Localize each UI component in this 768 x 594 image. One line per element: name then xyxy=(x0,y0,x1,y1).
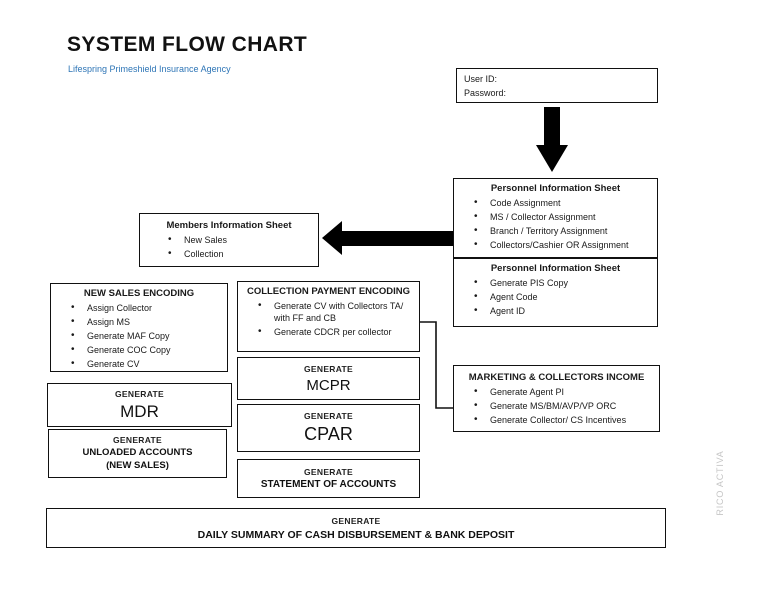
bullet-item: Generate CV with Collectors TA/ with FF … xyxy=(256,300,415,324)
box-title: Members Information Sheet xyxy=(166,220,292,231)
box-title: Personnel Information Sheet xyxy=(490,183,621,194)
generate-value: MDR xyxy=(120,401,159,421)
bullet-item: Generate CDCR per collector xyxy=(256,326,415,339)
bullet-item: Assign MS xyxy=(69,316,223,329)
personnel-info-sheet-1-box: Personnel Information Sheet Code Assignm… xyxy=(453,178,658,258)
generate-value: CPAR xyxy=(304,424,353,444)
bullet-item: Agent Code xyxy=(472,291,653,304)
marketing-collectors-income-box: MARKETING & COLLECTORS INCOME Generate A… xyxy=(453,365,660,432)
bullet-item: Generate CV xyxy=(69,358,223,371)
collection-payment-encoding-box: COLLECTION PAYMENT ENCODING Generate CV … xyxy=(237,281,420,352)
bullet-item: Branch / Territory Assignment xyxy=(472,225,653,238)
page-subtitle: Lifespring Primeshield Insurance Agency xyxy=(68,64,231,74)
generate-label: GENERATE xyxy=(304,467,353,477)
generate-mcpr-box: GENERATE MCPR xyxy=(237,357,420,400)
generate-value-line1: UNLOADED ACCOUNTS xyxy=(82,447,193,458)
left-arrow-icon xyxy=(322,221,342,255)
bullet-item: Generate Collector/ CS Incentives xyxy=(472,414,655,427)
bullet-list: Code AssignmentMS / Collector Assignment… xyxy=(454,197,657,252)
box-title: Personnel Information Sheet xyxy=(490,263,621,274)
personnel-info-sheet-2-box: Personnel Information Sheet Generate PIS… xyxy=(453,258,658,327)
watermark-text: RICO ACTIVA xyxy=(715,450,725,516)
bullet-item: Generate MS/BM/AVP/VP ORC xyxy=(472,400,655,413)
generate-label: GENERATE xyxy=(115,388,164,399)
generate-value-line2: (NEW SALES) xyxy=(106,460,169,471)
generate-cpar-box: GENERATE CPAR xyxy=(237,404,420,452)
bullet-item: Code Assignment xyxy=(472,197,653,210)
bullet-item: Generate COC Copy xyxy=(69,344,223,357)
left-arrow-shaft xyxy=(341,231,453,246)
bullet-item: MS / Collector Assignment xyxy=(472,211,653,224)
bullet-item: Generate PIS Copy xyxy=(472,277,653,290)
generate-label: GENERATE xyxy=(331,515,381,526)
new-sales-encoding-box: NEW SALES ENCODING Assign CollectorAssig… xyxy=(50,283,228,372)
password-label: Password: xyxy=(464,88,507,98)
down-arrow-icon xyxy=(536,145,568,172)
bullet-list: New SalesCollection xyxy=(140,234,318,261)
page-title: SYSTEM FLOW CHART xyxy=(67,33,308,56)
bullet-item: Generate Agent PI xyxy=(472,386,655,399)
generate-statement-of-accounts-box: GENERATE STATEMENT OF ACCOUNTS xyxy=(237,459,420,498)
bullet-item: Generate MAF Copy xyxy=(69,330,223,343)
bullet-item: Collection xyxy=(166,248,314,261)
generate-mdr-box: GENERATE MDR xyxy=(47,383,232,427)
generate-label: GENERATE xyxy=(304,363,353,374)
generate-value: STATEMENT OF ACCOUNTS xyxy=(260,479,397,490)
box-title: MARKETING & COLLECTORS INCOME xyxy=(468,372,645,383)
generate-label: GENERATE xyxy=(113,435,162,445)
bullet-list: Generate CV with Collectors TA/ with FF … xyxy=(238,300,419,339)
generate-value: MCPR xyxy=(306,376,351,394)
user-id-label: User ID: xyxy=(464,74,498,84)
generate-daily-summary-box: GENERATE DAILY SUMMARY OF CASH DISBURSEM… xyxy=(46,508,666,548)
down-arrow-shaft xyxy=(544,107,560,145)
generate-label: GENERATE xyxy=(304,411,353,421)
generate-value: DAILY SUMMARY OF CASH DISBURSEMENT & BAN… xyxy=(197,528,515,541)
box-title: NEW SALES ENCODING xyxy=(83,288,195,299)
generate-unloaded-accounts-box: GENERATE UNLOADED ACCOUNTS (NEW SALES) xyxy=(48,429,227,478)
members-info-sheet-box: Members Information Sheet New SalesColle… xyxy=(139,213,319,267)
bullet-item: Assign Collector xyxy=(69,302,223,315)
bullet-item: Agent ID xyxy=(472,305,653,318)
bullet-list: Generate PIS CopyAgent CodeAgent ID xyxy=(454,277,657,318)
bullet-list: Generate Agent PIGenerate MS/BM/AVP/VP O… xyxy=(454,386,659,427)
login-box: User ID: Password: xyxy=(456,68,658,103)
bullet-item: Collectors/Cashier OR Assignment xyxy=(472,239,653,252)
box-title: COLLECTION PAYMENT ENCODING xyxy=(246,286,411,297)
bullet-item: New Sales xyxy=(166,234,314,247)
